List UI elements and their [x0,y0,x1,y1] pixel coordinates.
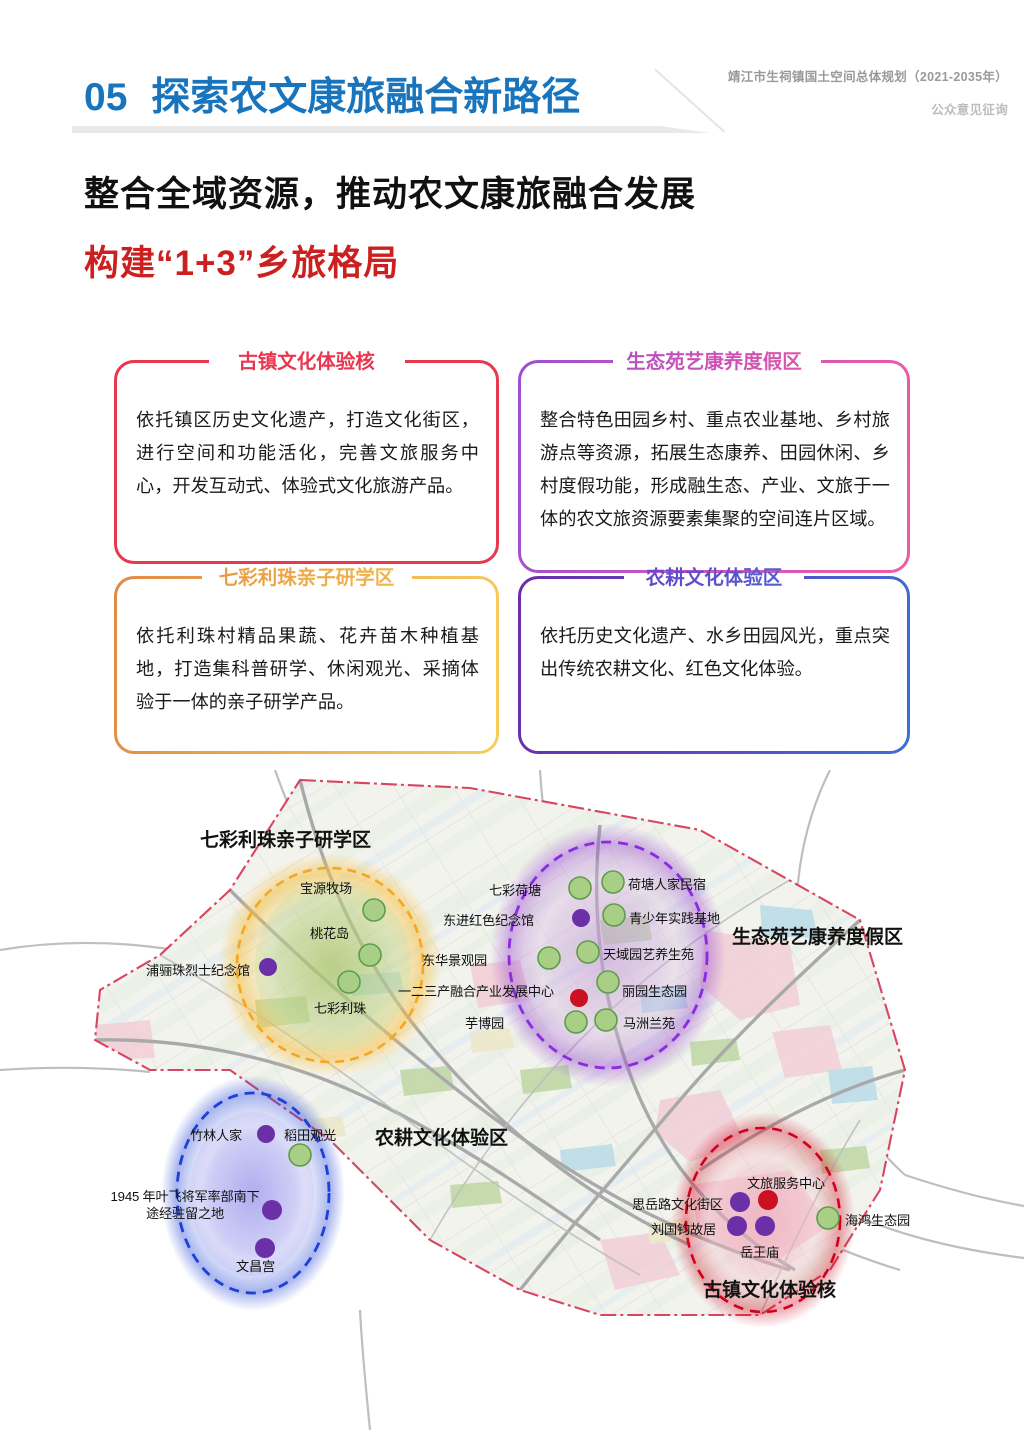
card-title: 古镇文化体验核 [238,351,375,373]
poi-label-youth-practice-base: 青少年实践基地 [629,911,720,926]
poi-label-donghua-landscape-garden: 东华景观园 [422,953,487,968]
card-body: 整合特色田园乡村、重点农业基地、乡村旅游点等资源，拓展生态康养、田园休闲、乡村度… [540,410,890,529]
poi-label-qicai-lotus-pond: 七彩荷塘 [489,883,541,898]
card-body: 依托利珠村精品果蔬、花卉苗木种植基地，打造集科普研学、休闲观光、采摘体验于一体的… [136,626,479,712]
poi-label-yuewang-temple: 岳王庙 [740,1245,779,1260]
section-number: 05 [84,76,128,119]
card-body: 依托镇区历史文化遗产，打造文化街区，进行空间和功能活化，完善文旅服务中心，开发互… [136,410,479,496]
poi-label-taro-expo-garden: 芋博园 [465,1016,504,1031]
header-divider [72,126,1012,133]
map-poi-markers [255,870,840,1258]
plan-stage: 公众意见征询 [931,103,1008,117]
poi-label-hetang-renjia-homestay: 荷塘人家民宿 [628,877,706,892]
poi-label-culture-tourism-service-center: 文旅服务中心 [747,1176,825,1191]
poi-label-liyuan-eco-garden: 丽园生态园 [622,984,687,999]
card-title: 七彩利珠亲子研学区 [114,561,499,590]
zone-label-qicai-lizhu: 七彩利珠亲子研学区 [200,830,372,851]
poi-label-rice-field-sightseeing: 稻田观光 [284,1128,336,1143]
card-farming-culture-experience: 农耕文化体验区 依托历史文化遗产、水乡田园风光，重点突出传统农耕文化、红色文化体… [518,567,910,754]
subtitle-primary: 整合全域资源，推动农文康旅融合发展 [84,175,697,214]
card-title: 农耕文化体验区 [518,561,910,590]
poi-label-industry-integration-center: 一二三产融合产业发展中心 [398,984,554,999]
header-meta: 靖江市生祠镇国土空间总体规划（2021-2035年） 公众意见征询 [728,66,1008,118]
poi-label-taohua-island: 桃花岛 [310,926,349,941]
town-boundary [93,778,907,1317]
card-frame [518,576,910,754]
page-title: 05 探索农文康旅融合新路径 [84,66,580,122]
zone-eco-wellness [490,823,726,1087]
poi-label-bamboo-forest-house: 竹林人家 [190,1128,242,1143]
card-ancient-town-culture-core: 古镇文化体验核 依托镇区历史文化遗产，打造文化街区，进行空间和功能活化，完善文旅… [114,351,499,564]
zone-qicai-lizhu [218,853,442,1077]
page-header: 05 探索农文康旅融合新路径 靖江市生祠镇国土空间总体规划（2021-2035年… [0,0,1024,133]
poi-label-mazhou-orchid-garden: 马洲兰苑 [623,1016,675,1031]
card-title-gap [624,573,804,581]
section-title: 探索农文康旅融合新路径 [151,76,581,119]
zone-label-eco-wellness: 生态苑艺康养度假区 [732,927,904,948]
card-frame [518,360,910,573]
poi-label-siyue-road-culture-street: 思岳路文化街区 [632,1197,723,1212]
card-frame [114,576,499,754]
card-title-gap [613,357,821,365]
zone-label-ancient-town-core: 古镇文化体验核 [703,1280,837,1301]
town-base-map [95,780,905,1315]
card-eco-garden-wellness-resort: 生态苑艺康养度假区 整合特色田园乡村、重点农业基地、乡村旅游点等资源，拓展生态康… [518,351,910,573]
card-title: 生态苑艺康养度假区 [518,345,910,374]
plan-name: 靖江市生祠镇国土空间总体规划（2021-2035年） [727,70,1008,84]
poi-label-qicai-lizhu-village: 七彩利珠 [314,1001,366,1016]
subtitle-secondary: 构建“1+3”乡旅格局 [84,244,400,283]
poi-label-wenchang-palace: 文昌宫 [236,1259,275,1274]
card-title-gap [209,357,405,365]
poi-label-baoyuan-ranch: 宝源牧场 [300,881,352,896]
poi-label-tianyu-horticulture-wellness: 天域园艺养生苑 [603,947,694,962]
map-canvas [0,770,1024,1430]
zone-farming-culture [161,1075,345,1311]
poi-label-liu-guojun-former-residence: 刘国钧故居 [651,1222,716,1237]
zone-label-farming-culture: 农耕文化体验区 [375,1128,509,1149]
poi-label-dongjin-red-memorial: 东进红色纪念馆 [443,913,534,928]
tourism-layout-map: 七彩利珠亲子研学区 生态苑艺康养度假区 农耕文化体验区 古镇文化体验核 宝源牧场… [0,770,1024,1430]
card-body: 依托历史文化遗产、水乡田园风光，重点突出传统农耕文化、红色文化体验。 [540,626,890,679]
strategy-card-grid: 古镇文化体验核 依托镇区历史文化遗产，打造文化街区，进行空间和功能活化，完善文旅… [0,348,1024,768]
card-title-gap [202,573,412,581]
poi-label-ye-fei-general-1945: 1945 年叶飞将军率部南下途经驻留之地 [110,1189,260,1221]
poi-label-pu-lizhu-martyr-hall: 浦骊珠烈士纪念馆 [146,963,250,978]
poi-label-haihong-eco-garden: 海鸿生态园 [845,1213,910,1228]
card-qicai-lizhu-parent-child-study: 七彩利珠亲子研学区 依托利珠村精品果蔬、花卉苗木种植基地，打造集科普研学、休闲观… [114,567,499,754]
